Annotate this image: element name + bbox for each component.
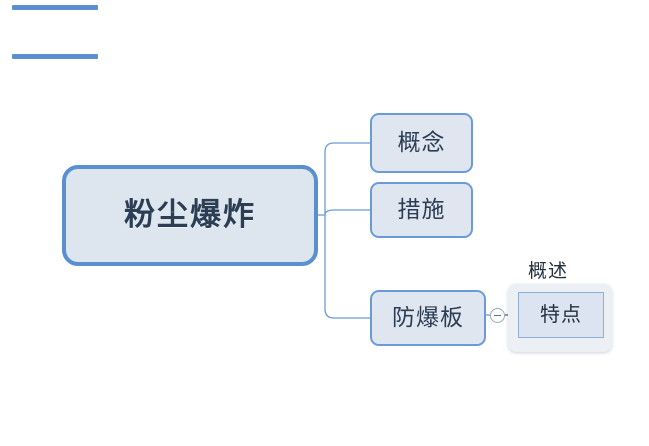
root-node-label: 粉尘爆炸 [124, 197, 256, 233]
branch-node-measure[interactable]: 措施 [370, 182, 473, 238]
root-node[interactable]: 粉尘爆炸 [62, 165, 318, 266]
leaf-node-feature[interactable]: 特点 [518, 292, 604, 338]
branch-node-explosion-panel[interactable]: 防爆板 [370, 290, 486, 346]
collapsed-stack-bar-top [12, 5, 98, 10]
branch-node-concept[interactable]: 概念 [370, 113, 473, 173]
branch-node-explosion-panel-label: 防爆板 [392, 304, 464, 331]
branch-node-concept-label: 概念 [397, 129, 446, 156]
leaf-node-feature-label: 特点 [540, 304, 582, 326]
branch-node-measure-label: 措施 [397, 196, 446, 223]
collapsed-stack-bar-bottom [12, 54, 98, 59]
collapse-minus-icon[interactable] [490, 308, 505, 323]
overview-label: 概述 [528, 261, 569, 282]
